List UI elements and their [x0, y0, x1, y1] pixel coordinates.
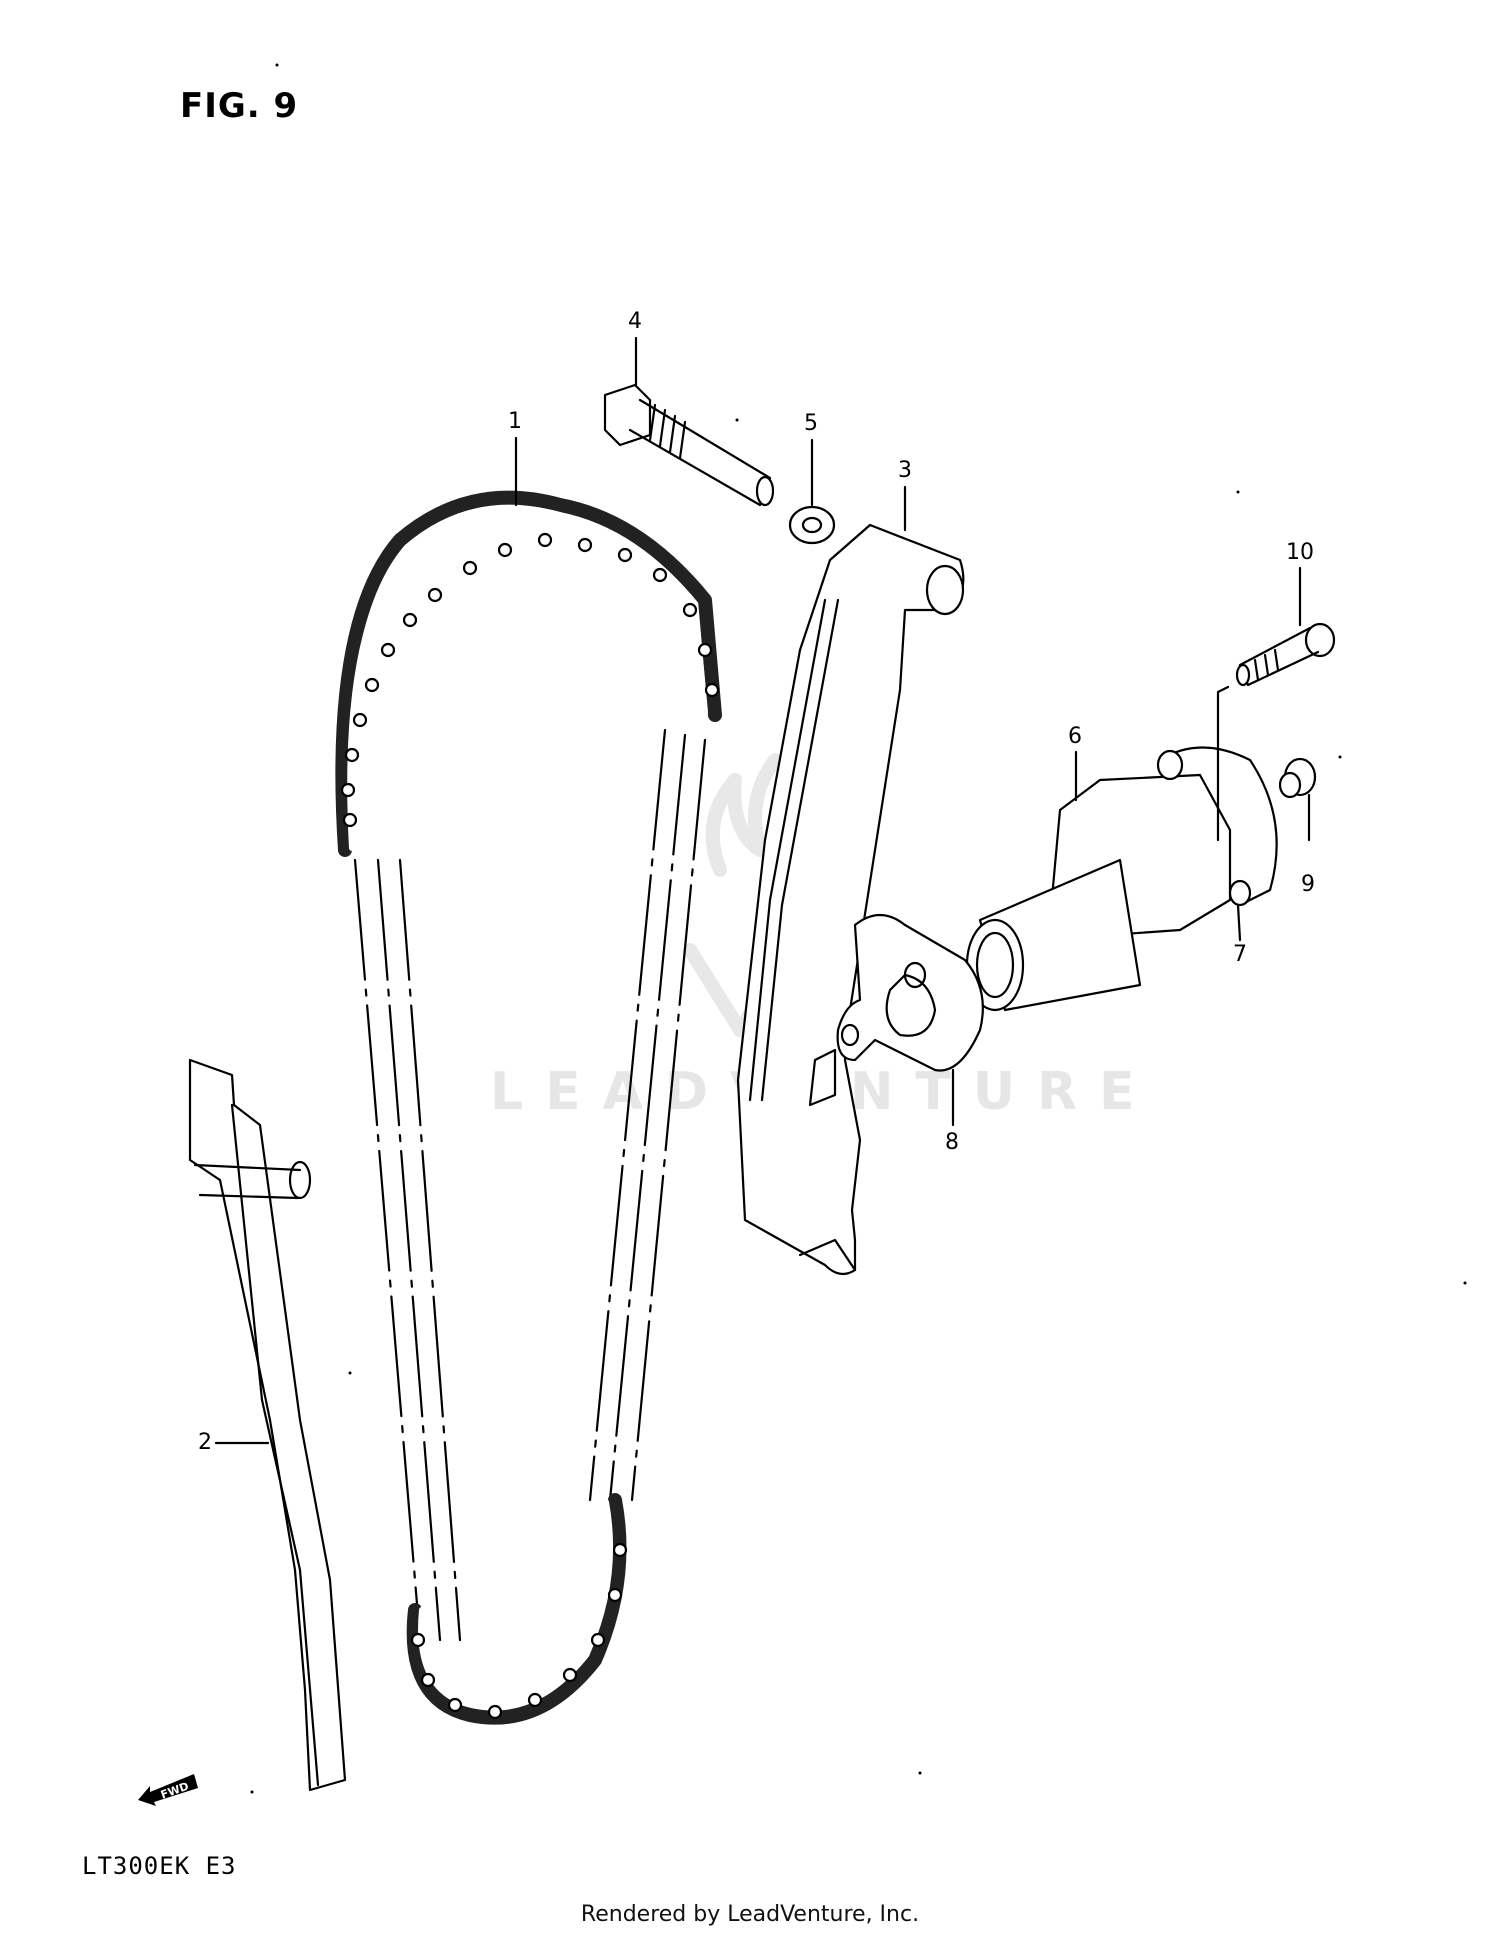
- forward-arrow-icon: FWD: [138, 1774, 198, 1806]
- callout-10[interactable]: 10: [1286, 540, 1314, 565]
- model-code: LT300EK E3: [82, 1852, 237, 1880]
- guide-bolt: [603, 383, 775, 507]
- callout-leader-7: [1236, 903, 1242, 942]
- tensioner-gasket: [836, 913, 984, 1072]
- callout-4[interactable]: 4: [628, 309, 642, 334]
- callout-5[interactable]: 5: [804, 411, 818, 436]
- tensioner-guide: [736, 523, 965, 1276]
- chain-guide: [188, 1058, 347, 1792]
- fwd-label: FWD: [159, 1780, 190, 1802]
- cap-bolt: [1278, 757, 1317, 799]
- cam-chain: [335, 490, 722, 1725]
- adjuster-bolt: [1235, 622, 1336, 687]
- washer: [788, 505, 836, 545]
- callout-2[interactable]: 2: [198, 1430, 212, 1455]
- callout-7[interactable]: 7: [1233, 942, 1247, 967]
- callout-3[interactable]: 3: [898, 458, 912, 483]
- callout-8[interactable]: 8: [945, 1130, 959, 1155]
- callout-1[interactable]: 1: [508, 409, 522, 434]
- tensioner-adjuster: [965, 746, 1278, 1012]
- callout-leader-10-tensioner: [1216, 685, 1230, 842]
- figure-title: FIG. 9: [180, 86, 299, 126]
- callout-9[interactable]: 9: [1301, 872, 1315, 897]
- callout-6[interactable]: 6: [1068, 724, 1082, 749]
- footer-credit: Rendered by LeadVenture, Inc.: [580, 1902, 920, 1927]
